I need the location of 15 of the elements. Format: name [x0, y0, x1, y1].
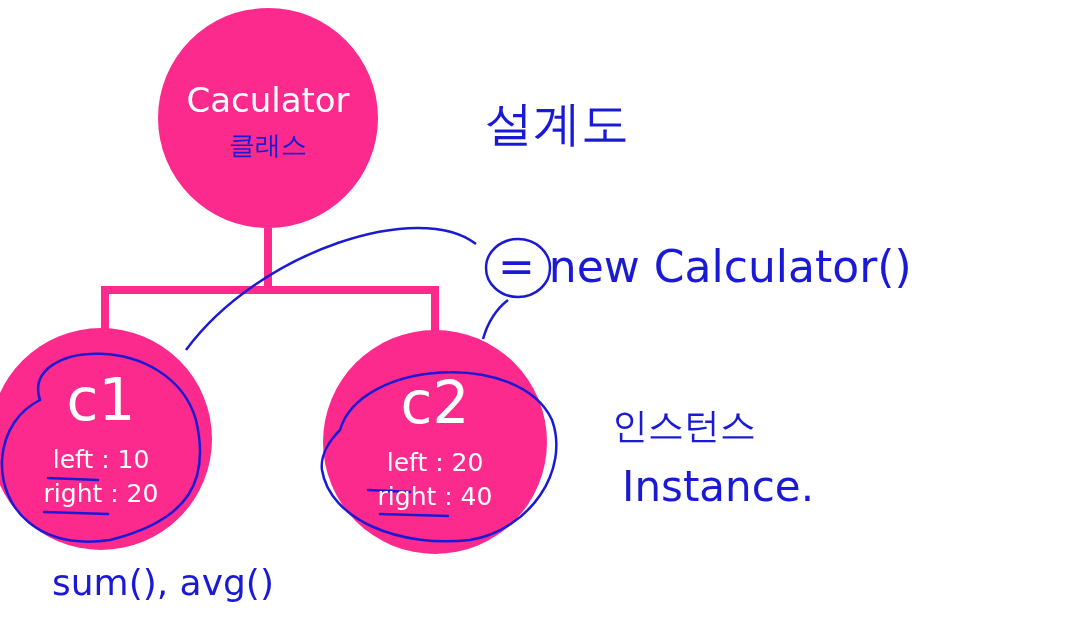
handwritten-code: = new Calculator(): [498, 240, 912, 294]
handwritten-note: 설계도: [485, 94, 629, 153]
handwritten-note: 클래스: [229, 128, 307, 162]
class-name: Caculator: [186, 79, 350, 120]
field-value: right : 40: [377, 481, 493, 513]
object-name: c2: [400, 370, 470, 436]
handwritten-note: sum(), avg(): [52, 562, 274, 603]
field-value: left : 20: [386, 447, 484, 479]
handwritten-note: Instance.: [622, 462, 814, 511]
handwritten-note: 인스턴스: [612, 404, 756, 448]
field-value: left : 10: [52, 444, 150, 476]
object-name: c1: [66, 367, 136, 433]
leader-line: [481, 299, 509, 340]
field-value: right : 20: [43, 478, 159, 510]
leader-line: [185, 226, 477, 351]
